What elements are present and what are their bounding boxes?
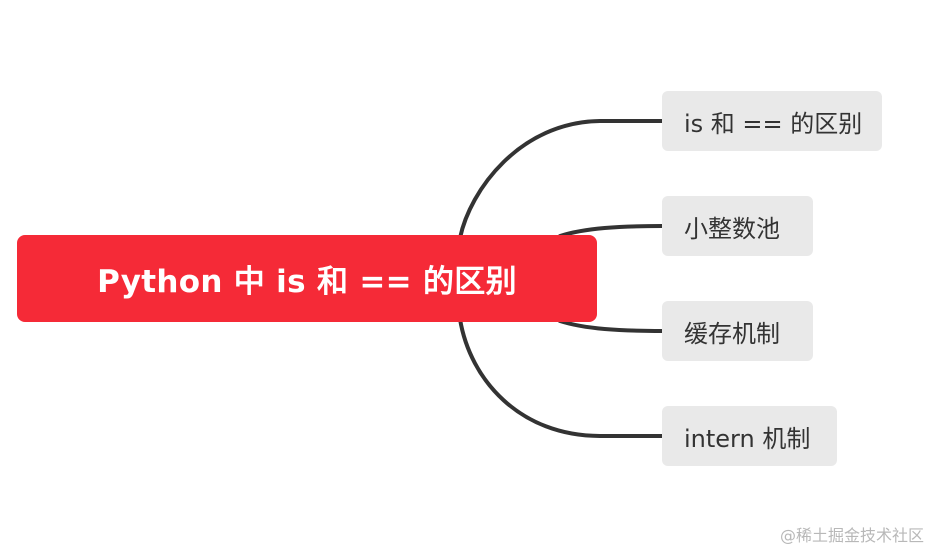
branch-node-label: is 和 == 的区别 xyxy=(684,109,863,138)
branch-node-intern-mechanism[interactable]: intern 机制 xyxy=(662,406,837,466)
branch-node-label: 小整数池 xyxy=(684,214,780,243)
branch-node-label: 缓存机制 xyxy=(684,319,780,348)
connector-branch-2 xyxy=(558,224,664,238)
branch-node-cache-mechanism[interactable]: 缓存机制 xyxy=(662,301,813,361)
root-node-label: Python 中 is 和 == 的区别 xyxy=(97,264,517,300)
connector-branch-3 xyxy=(558,319,664,333)
branch-node-is-vs-eq[interactable]: is 和 == 的区别 xyxy=(662,91,882,151)
watermark: @稀土掘金技术社区 xyxy=(779,526,924,545)
connector-branch-1 xyxy=(458,119,664,240)
connector-branch-4 xyxy=(458,317,664,438)
branch-node-label: intern 机制 xyxy=(684,424,811,453)
root-node[interactable]: Python 中 is 和 == 的区别 xyxy=(17,235,597,322)
branch-node-small-int-pool[interactable]: 小整数池 xyxy=(662,196,813,256)
